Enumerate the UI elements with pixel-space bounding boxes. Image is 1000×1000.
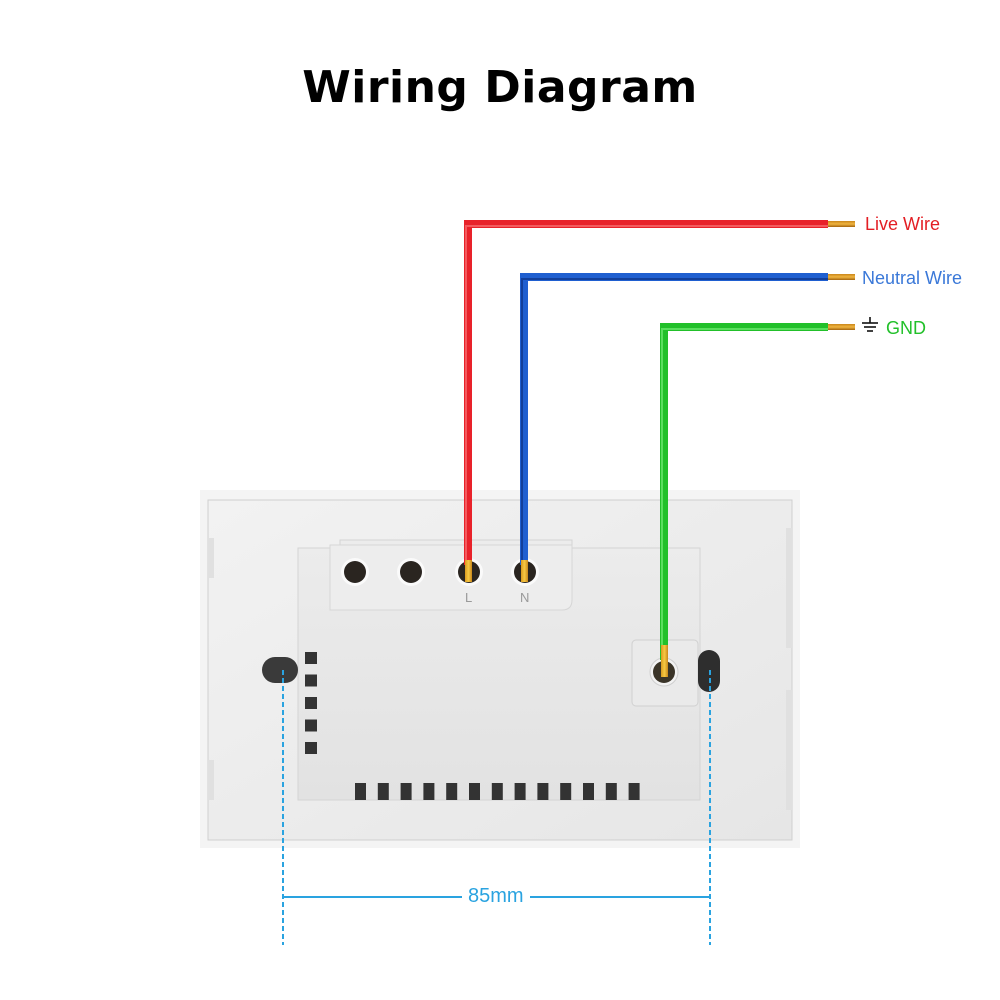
vent-slot <box>514 783 526 800</box>
vent-slot <box>469 783 480 800</box>
bottom-vent-slots <box>355 783 640 800</box>
side-vent-slot <box>305 697 317 709</box>
terminal-l-label: L <box>465 590 473 605</box>
terminal-2-hole <box>400 561 422 583</box>
ground-wire-copper-tip <box>828 324 855 330</box>
mounting-slot-left <box>262 657 298 683</box>
neutral-wire-terminal-end <box>521 560 528 582</box>
vent-slot <box>560 783 572 800</box>
vent-slot <box>377 783 389 800</box>
vent-slot <box>491 783 503 800</box>
diagram-title: Wiring Diagram <box>302 62 698 113</box>
vent-slot <box>355 783 366 800</box>
terminal-1-hole <box>344 561 366 583</box>
live-wire-terminal-end <box>465 560 472 582</box>
dimension-label: 85mm <box>462 885 530 908</box>
clip-left-bottom <box>208 760 214 800</box>
terminal-block <box>329 544 573 611</box>
live-wire-label: Live Wire <box>865 214 941 234</box>
neutral-wire-label: Neutral Wire <box>862 268 963 288</box>
clip-right-bottom <box>786 690 792 810</box>
ground-wire <box>660 323 855 677</box>
vent-slot <box>583 783 594 800</box>
side-vent-slot <box>305 652 317 664</box>
neutral-wire-copper-tip <box>828 274 855 280</box>
vent-slot <box>400 783 412 800</box>
live-wire-copper-tip <box>828 221 855 227</box>
neutral-wire <box>520 273 855 582</box>
ground-icon <box>862 317 878 332</box>
clip-right-top <box>786 528 792 648</box>
vent-slot <box>628 783 640 800</box>
side-vent-slot <box>305 674 317 687</box>
side-vent-slots <box>305 652 317 754</box>
switch-module <box>297 539 701 801</box>
gnd-label: GND <box>886 318 926 338</box>
live-wire <box>464 220 855 582</box>
side-vent-slot <box>305 719 317 732</box>
clip-left-top <box>208 538 214 578</box>
vent-slot <box>537 783 549 800</box>
side-vent-slot <box>305 742 317 754</box>
ground-wire-terminal-end <box>661 645 668 677</box>
terminal-n-label: N <box>520 590 530 605</box>
vent-slot <box>423 783 435 800</box>
vent-slot <box>605 783 617 800</box>
vent-slot <box>446 783 458 800</box>
